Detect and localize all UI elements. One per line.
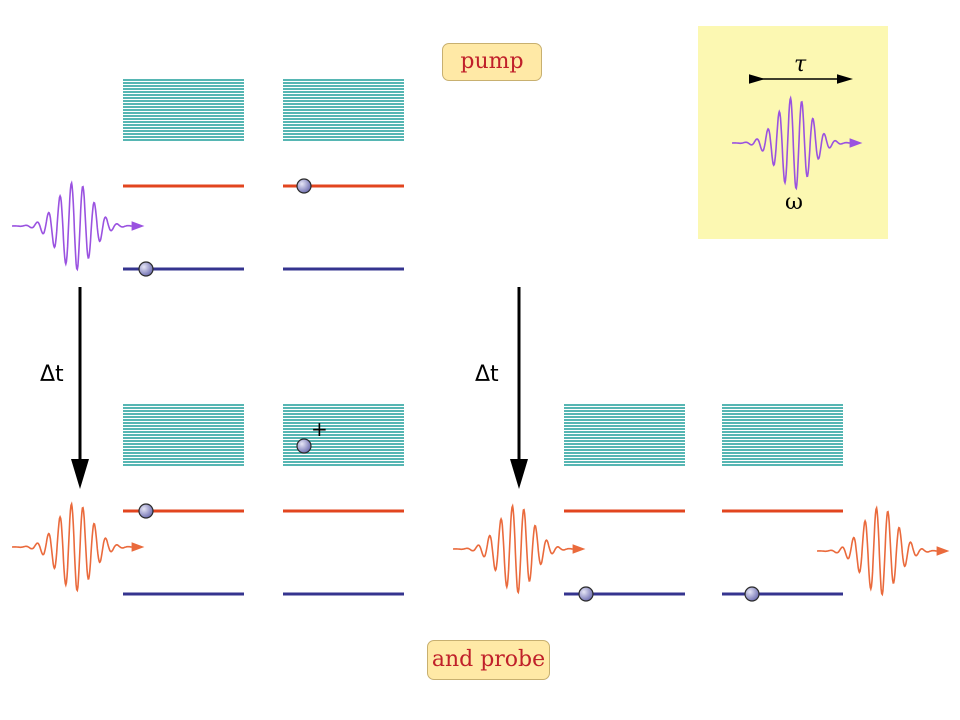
band-block-4 — [283, 404, 404, 466]
probe-pulse-2 — [453, 503, 586, 595]
electron-ball — [138, 503, 154, 519]
omega-label: ω — [785, 190, 803, 215]
conduction-bands — [123, 79, 843, 466]
delay-label-left: Δt — [40, 362, 64, 387]
energy-levels — [123, 184, 843, 596]
electron-ball — [744, 586, 760, 602]
pump-label: pump — [442, 43, 542, 81]
probe-pulse-1 — [12, 501, 145, 593]
hole-plus-sign: + — [311, 417, 328, 441]
electron-ball — [138, 261, 154, 277]
band-block-1 — [123, 79, 244, 141]
electrons — [138, 178, 760, 602]
electron-ball — [578, 586, 594, 602]
inset-pulse — [732, 95, 863, 191]
probe-pulse-3 — [817, 505, 950, 597]
delay-label-right: Δt — [475, 362, 499, 387]
tau-label: τ — [794, 52, 807, 77]
electron-ball — [296, 438, 312, 454]
band-block-5 — [564, 404, 685, 466]
pump-pulse-incoming — [12, 180, 145, 272]
band-block-6 — [722, 404, 843, 466]
probe-label: and probe — [427, 640, 550, 680]
electron-ball — [296, 178, 312, 194]
band-block-3 — [123, 404, 244, 466]
band-block-2 — [283, 79, 404, 141]
laser-pulses — [12, 95, 950, 597]
